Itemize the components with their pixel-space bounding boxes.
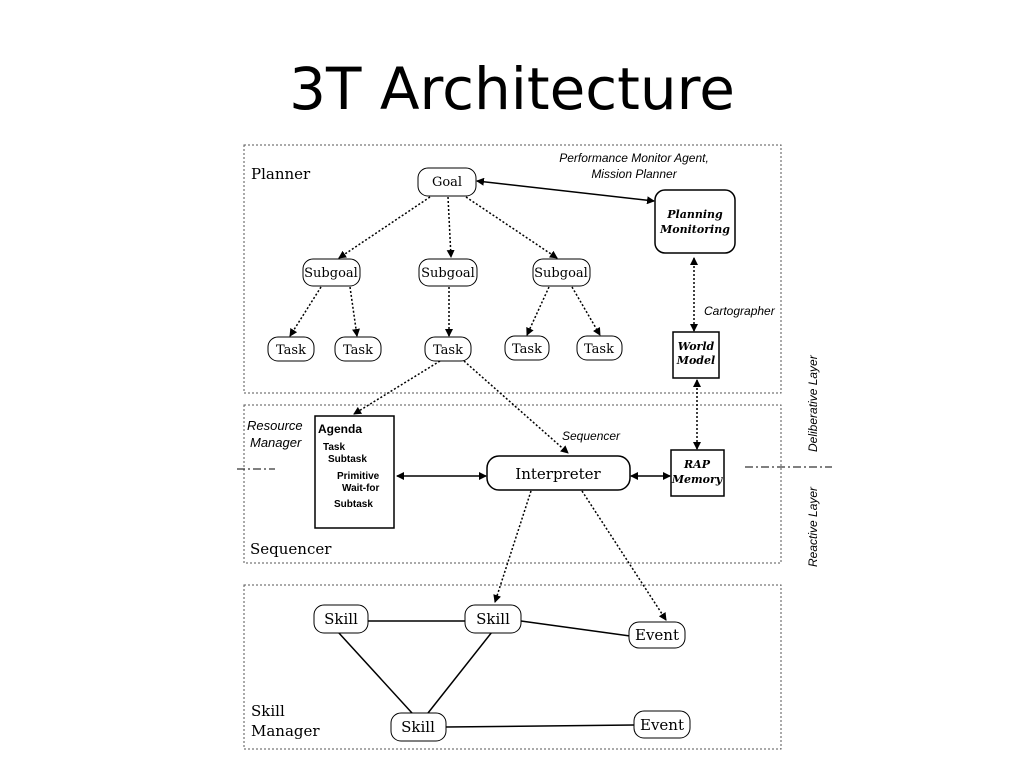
node-world-model bbox=[672, 331, 720, 379]
edge-subgoal1-task1 bbox=[289, 286, 322, 337]
edge-goal-subgoal1 bbox=[338, 196, 431, 259]
skill-manager-panel bbox=[243, 584, 782, 750]
cartographer-label: Cartographer bbox=[704, 304, 776, 318]
skill-1-label: Skill bbox=[324, 610, 358, 628]
planner-panel bbox=[243, 144, 782, 394]
agenda-line-subtask: Subtask bbox=[328, 454, 367, 465]
mission-planner-label: Mission Planner bbox=[591, 167, 677, 181]
node-event-1 bbox=[628, 621, 686, 649]
agenda-line-task: Task bbox=[323, 442, 345, 453]
sequencer-panel bbox=[243, 404, 782, 564]
resource-manager-label-1: Resource bbox=[247, 418, 303, 433]
node-skill-2 bbox=[464, 604, 522, 634]
subgoal-3-label: Subgoal bbox=[534, 266, 588, 281]
subgoal-2-label: Subgoal bbox=[421, 266, 475, 281]
node-interpreter bbox=[486, 455, 631, 491]
planning-label-2: Monitoring bbox=[659, 223, 730, 236]
edge-interpreter-skill bbox=[493, 490, 532, 603]
task-1-label: Task bbox=[276, 343, 306, 358]
deliberative-layer-label: Deliberative Layer bbox=[806, 354, 820, 452]
edge-skill1-skill3 bbox=[337, 631, 413, 714]
planning-label-1: Planning bbox=[666, 208, 723, 221]
node-rap-memory bbox=[670, 449, 725, 497]
skill-manager-label-1: Skill bbox=[251, 702, 285, 720]
event-1-label: Event bbox=[635, 626, 679, 644]
edge-skill3-event2 bbox=[445, 724, 635, 728]
node-subgoal-1 bbox=[302, 258, 361, 287]
event-2-label: Event bbox=[640, 716, 684, 734]
node-agenda bbox=[314, 415, 395, 529]
sequencer-panel-label: Sequencer bbox=[250, 540, 332, 558]
skill-2-label: Skill bbox=[476, 610, 510, 628]
node-skill-1 bbox=[313, 604, 369, 634]
subgoal-1-label: Subgoal bbox=[304, 266, 358, 281]
edge-subgoal3-task4 bbox=[526, 286, 550, 336]
rap-label-1: RAP bbox=[683, 458, 711, 471]
edge-subgoal3-task5 bbox=[571, 286, 601, 336]
edge-task-agenda bbox=[353, 360, 441, 415]
sequencer-annotation: Sequencer bbox=[562, 429, 621, 443]
rap-label-2: Memory bbox=[671, 473, 724, 486]
task-3-label: Task bbox=[433, 343, 463, 358]
node-task-4 bbox=[504, 335, 550, 361]
node-event-2 bbox=[633, 710, 691, 739]
agenda-line-subtask-2: Subtask bbox=[334, 499, 373, 510]
goal-label: Goal bbox=[432, 175, 462, 190]
node-subgoal-2 bbox=[418, 258, 478, 287]
node-subgoal-3 bbox=[532, 258, 591, 287]
agenda-line-primitive: Primitive bbox=[337, 471, 380, 482]
node-goal bbox=[417, 167, 477, 197]
edge-skill2-skill3 bbox=[427, 631, 493, 714]
task-5-label: Task bbox=[584, 342, 614, 357]
node-task-1 bbox=[267, 336, 315, 362]
node-task-2 bbox=[334, 336, 382, 362]
edge-goal-planning bbox=[476, 177, 655, 205]
edge-skill2-event1 bbox=[520, 620, 631, 637]
edge-task-interpreter bbox=[463, 360, 569, 454]
world-model-label-2: Model bbox=[676, 354, 715, 367]
planner-label: Planner bbox=[251, 165, 311, 183]
slide-title: 3T Architecture bbox=[289, 55, 735, 123]
resource-manager-label-2: Manager bbox=[250, 435, 302, 450]
agenda-line-wait-for: Wait-for bbox=[342, 483, 380, 494]
edge-subgoal1-task2 bbox=[349, 286, 360, 337]
node-task-3 bbox=[424, 336, 472, 362]
interpreter-label: Interpreter bbox=[515, 465, 601, 483]
node-skill-3 bbox=[390, 712, 447, 742]
node-planning-monitoring bbox=[654, 189, 736, 254]
edge-interpreter-event bbox=[581, 490, 667, 621]
performance-monitor-label: Performance Monitor Agent, bbox=[559, 151, 709, 165]
node-task-5 bbox=[576, 335, 623, 361]
task-4-label: Task bbox=[512, 342, 542, 357]
skill-manager-label-2: Manager bbox=[251, 722, 320, 740]
edge-goal-subgoal3 bbox=[465, 196, 558, 259]
skill-3-label: Skill bbox=[401, 718, 435, 736]
reactive-layer-label: Reactive Layer bbox=[806, 486, 820, 567]
world-model-label-1: World bbox=[678, 340, 715, 353]
task-2-label: Task bbox=[343, 343, 373, 358]
agenda-heading: Agenda bbox=[318, 422, 362, 436]
edge-goal-subgoal2 bbox=[446, 196, 455, 258]
